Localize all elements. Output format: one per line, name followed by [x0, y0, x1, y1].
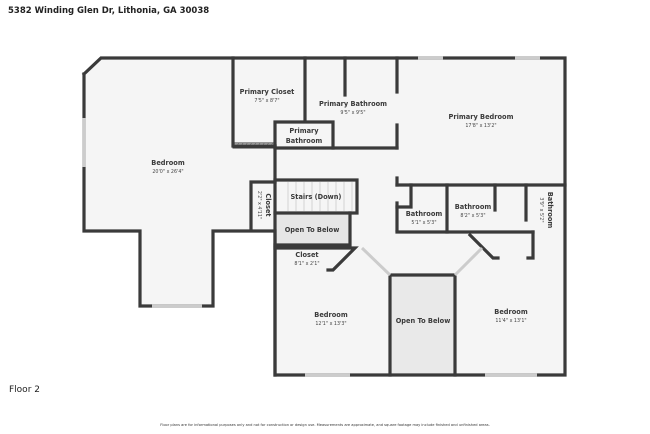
- svg-text:Closet: Closet: [264, 193, 272, 216]
- svg-text:12'1" x 13'3": 12'1" x 13'3": [315, 321, 346, 327]
- stair-treads: [287, 182, 353, 211]
- room-open-to-below-upper: Open To Below: [285, 226, 340, 234]
- room-primary-bathroom-small: Primary Bathroom: [286, 127, 323, 145]
- property-address: 5382 Winding Glen Dr, Lithonia, GA 30038: [8, 6, 210, 16]
- floor-label: Floor 2: [9, 385, 40, 395]
- open-to-below-area-center: [390, 275, 455, 375]
- room-bedroom-left: Bedroom 20'0" x 26'4": [151, 159, 185, 175]
- room-open-to-below-center: Open To Below: [396, 317, 451, 325]
- svg-text:11'4" x 13'1": 11'4" x 13'1": [495, 318, 526, 324]
- svg-text:Primary Bathroom: Primary Bathroom: [319, 100, 387, 108]
- svg-text:3'9" x 5'2": 3'9" x 5'2": [538, 197, 544, 222]
- windows: [82, 56, 540, 377]
- svg-text:8'1" x 2'1": 8'1" x 2'1": [294, 261, 319, 267]
- svg-text:9'5" x 9'5": 9'5" x 9'5": [340, 110, 365, 116]
- svg-text:8'2" x 5'3": 8'2" x 5'3": [460, 213, 485, 219]
- room-stairs: Stairs (Down): [291, 193, 342, 201]
- svg-text:Bedroom: Bedroom: [494, 308, 528, 316]
- svg-text:17'8" x 13'2": 17'8" x 13'2": [465, 123, 496, 129]
- room-primary-bedroom: Primary Bedroom 17'8" x 13'2": [449, 113, 514, 129]
- svg-text:5'1" x 5'3": 5'1" x 5'3": [411, 220, 436, 226]
- svg-text:Bedroom: Bedroom: [151, 159, 185, 167]
- svg-text:Primary: Primary: [289, 127, 319, 135]
- svg-text:Bedroom: Bedroom: [314, 311, 348, 319]
- open-to-below-area: [275, 213, 350, 245]
- room-closet-left: Closet 2'2" x 4'11": [256, 191, 272, 219]
- svg-text:20'0" x 26'4": 20'0" x 26'4": [152, 169, 183, 175]
- room-bedroom-lower-right: Bedroom 11'4" x 13'1": [494, 308, 528, 324]
- svg-text:Primary Bedroom: Primary Bedroom: [449, 113, 514, 121]
- room-primary-bathroom: Primary Bathroom 9'5" x 9'5": [319, 100, 387, 116]
- room-bathroom-3: Bathroom 3'9" x 5'2": [538, 192, 554, 229]
- room-bedroom-lower-left: Bedroom 12'1" x 13'3": [314, 311, 348, 327]
- svg-text:Primary Closet: Primary Closet: [240, 88, 295, 96]
- room-bathroom-2: Bathroom 8'2" x 5'3": [455, 203, 492, 219]
- svg-text:2'2" x 4'11": 2'2" x 4'11": [256, 191, 262, 219]
- room-primary-closet: Primary Closet 7'5" x 8'7": [240, 88, 295, 104]
- room-closet-lower: Closet 8'1" x 2'1": [294, 251, 319, 267]
- svg-text:Closet: Closet: [295, 251, 318, 259]
- disclaimer: Floor plans are for informational purpos…: [160, 423, 490, 427]
- svg-text:Bathroom: Bathroom: [546, 192, 554, 229]
- svg-text:7'5" x 8'7": 7'5" x 8'7": [254, 98, 279, 104]
- svg-text:Bathroom: Bathroom: [455, 203, 492, 211]
- walls: [81, 56, 567, 377]
- svg-text:Bathroom: Bathroom: [286, 137, 323, 145]
- svg-text:Bathroom: Bathroom: [406, 210, 443, 218]
- room-bathroom-1: Bathroom 5'1" x 5'3": [406, 210, 443, 226]
